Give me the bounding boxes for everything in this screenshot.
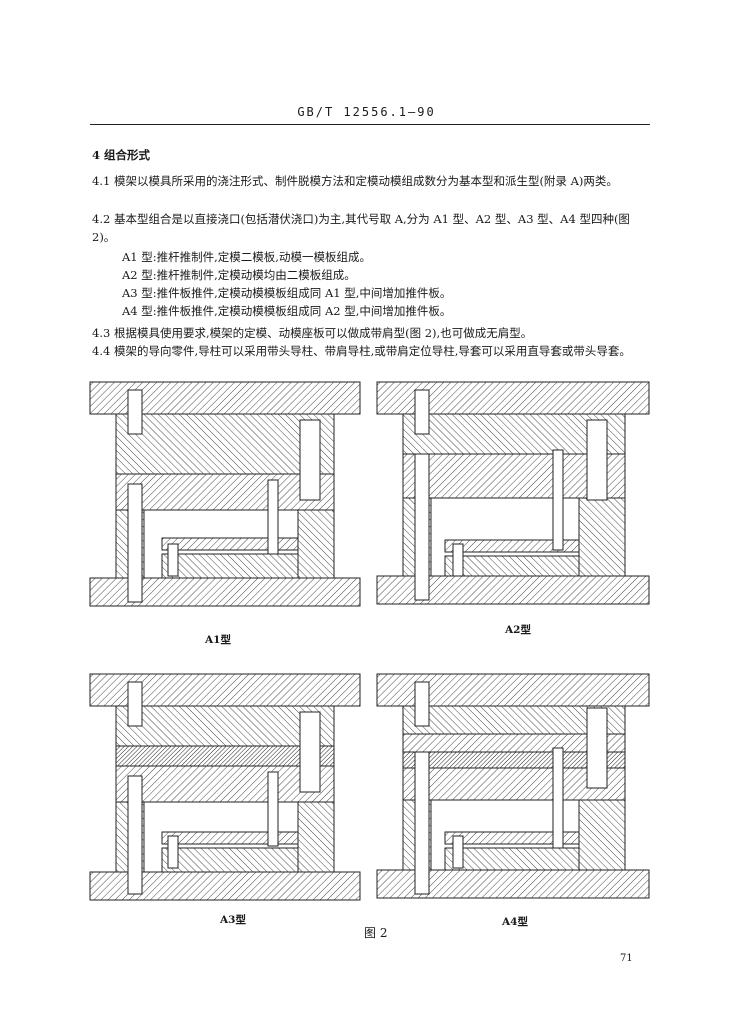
paragraph-4-3: 4.3 根据模具使用要求,模架的定模、动模座板可以做成带肩型(图 2),也可做成…: [92, 326, 533, 340]
figure-caption: 图 2: [364, 926, 388, 940]
type-item-a2: A2 型:推杆推制件,定模动模均由二模板组成。: [122, 268, 356, 282]
figure-a3-label: A3型: [220, 914, 246, 926]
figure-a1: [89, 381, 361, 607]
header-rule: [90, 124, 650, 125]
type-item-a1: A1 型:推杆推制件,定模二模板,动模一模板组成。: [122, 250, 371, 264]
figure-a4: [376, 673, 650, 899]
figure-a4-label: A4型: [502, 916, 528, 928]
type-item-a3: A3 型:推件板推件,定模动模模板组成同 A1 型,中间增加推件板。: [122, 286, 452, 300]
figure-a2-label: A2型: [505, 624, 531, 636]
section-title: 4 组合形式: [92, 148, 151, 162]
figure-a2: [376, 381, 650, 605]
paragraph-4-4: 4.4 模架的导向零件,导柱可以采用带头导柱、带肩导柱,或带肩定位导柱,导套可以…: [92, 344, 631, 358]
paragraph-4-1: 4.1 模架以模具所采用的浇注形式、制件脱模方法和定模动模组成数分为基本型和派生…: [92, 174, 618, 188]
paragraph-4-2: 4.2 基本型组合是以直接浇口(包括潜伏浇口)为主,其代号取 A,分为 A1 型…: [92, 212, 630, 244]
figure-a1-label: A1型: [205, 634, 231, 646]
page-header: GB/T 12556.1—90: [297, 105, 436, 119]
figure-a3: [89, 673, 361, 901]
type-list: A1 型:推杆推制件,定模二模板,动模一模板组成。 A2 型:推杆推制件,定模动…: [122, 248, 642, 320]
type-item-a4: A4 型:推件板推件,定模动模模板组成同 A2 型,中间增加推件板。: [122, 304, 452, 318]
page-number: 71: [620, 953, 633, 964]
